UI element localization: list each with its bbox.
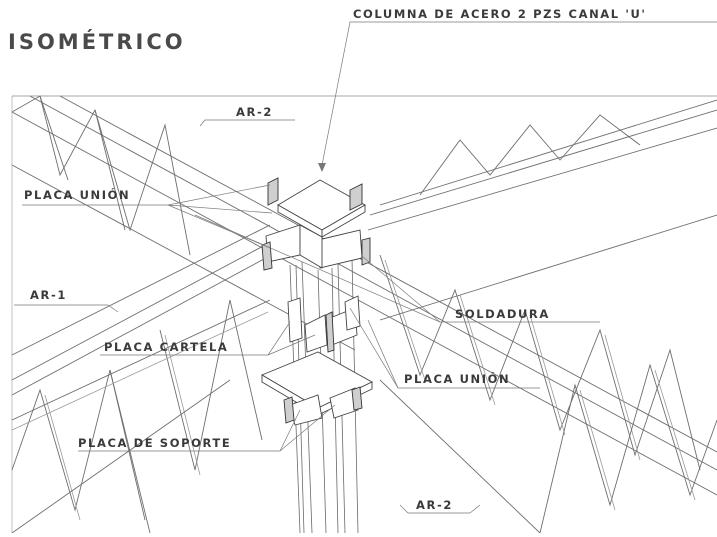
base-support-plate [260, 351, 373, 426]
label-ar1: AR-1 [30, 288, 67, 302]
truss-ar1 [11, 99, 717, 534]
truss-lower-chords [11, 214, 717, 534]
label-ar2-top: AR-2 [236, 105, 273, 119]
label-placa-cartela: PLACA CARTELA [104, 340, 228, 354]
label-placa-union-top: PLACA UNIÓN [24, 187, 130, 202]
label-soldadura: SOLDADURA [455, 307, 550, 321]
top-cap-plate [261, 177, 371, 271]
drawing-title: ISOMÉTRICO [8, 29, 186, 54]
mid-cartela-plates [287, 295, 361, 353]
truss-ar2-main [11, 95, 717, 496]
label-columna-acero: COLUMNA DE ACERO 2 PZS CANAL 'U' [353, 7, 647, 21]
label-ar2-bottom: AR-2 [416, 498, 453, 512]
label-placa-soporte: PLACA DE SOPORTE [78, 436, 231, 450]
label-placa-union-bottom: PLACA UNIÓN [404, 371, 510, 386]
leader-lines [14, 21, 717, 514]
